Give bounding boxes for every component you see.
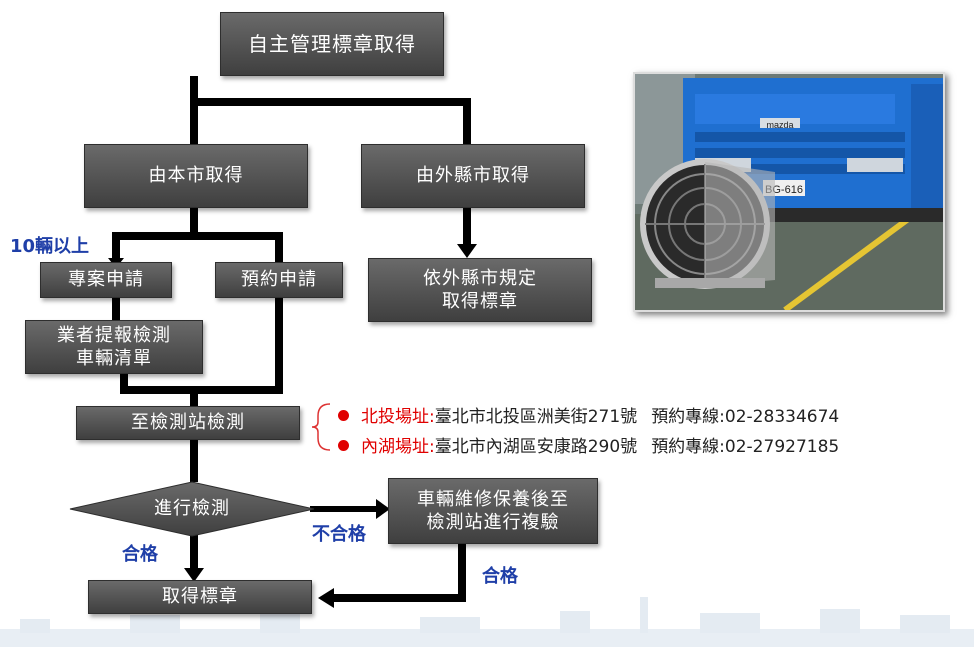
connector (190, 76, 198, 106)
node-city: 由本市取得 (84, 144, 308, 208)
truck-image: BG-616 mazda (635, 74, 943, 310)
repair-line-2: 檢測站進行複驗 (426, 512, 560, 533)
rule-line-1: 依外縣市規定 (423, 267, 537, 289)
connector (112, 298, 120, 320)
node-other-county-rule: 依外縣市規定 取得標章 (368, 258, 592, 322)
bullet-icon (338, 439, 349, 451)
node-other-county: 由外縣市取得 (361, 144, 585, 208)
site-beitou: 北投場址:臺北市北投區洲美街271號預約專線:02-28334674 (338, 402, 839, 427)
site-neihu: 內湖場址:臺北市內湖區安康路290號預約專線:02-27927185 (338, 432, 839, 457)
brace (311, 403, 331, 451)
node-project-label: 專案申請 (68, 269, 144, 291)
connector (190, 535, 198, 570)
connector (190, 440, 198, 482)
connector (190, 98, 198, 144)
node-appointment-label: 預約申請 (241, 269, 317, 291)
bullet-icon (338, 409, 349, 421)
node-city-label: 由本市取得 (148, 165, 244, 187)
repair-line-1: 車輛維修保養後至 (417, 488, 569, 510)
site-hotline: 預約專線:02-27927185 (651, 437, 840, 457)
connector (190, 208, 198, 236)
rule-line-2: 取得標章 (442, 291, 518, 312)
label-fail: 不合格 (312, 524, 366, 545)
site-name: 內湖場址: (361, 437, 435, 457)
node-to-station: 至檢測站檢測 (76, 406, 300, 440)
connector (310, 506, 378, 512)
site-name: 北投場址: (361, 407, 435, 427)
node-top-label: 自主管理標章取得 (248, 32, 416, 56)
connector (275, 232, 283, 262)
site-address: 臺北市北投區洲美街271號 (434, 407, 638, 427)
label-over-10: 10輛以上 (10, 236, 90, 257)
node-list: 業者提報檢測 車輛清單 (25, 320, 203, 374)
truck-photo: BG-616 mazda (633, 72, 945, 312)
connector (190, 98, 471, 106)
connector (330, 594, 466, 602)
skyline-decoration (0, 597, 974, 647)
connector (120, 374, 128, 394)
node-repair: 車輛維修保養後至 檢測站進行複驗 (388, 478, 598, 544)
connector (275, 298, 283, 394)
node-appointment: 預約申請 (215, 262, 343, 298)
node-inspect-label: 進行檢測 (154, 498, 230, 519)
node-obtain: 取得標章 (88, 580, 312, 614)
label-pass-1: 合格 (122, 544, 158, 565)
brand-text: mazda (766, 120, 793, 130)
list-line-2: 車輛清單 (76, 348, 152, 369)
label-pass-2: 合格 (482, 566, 518, 587)
node-inspect-diamond (69, 481, 315, 537)
connector (458, 544, 466, 600)
connector (112, 232, 283, 240)
list-line-1: 業者提報檢測 (57, 324, 171, 346)
connector (190, 394, 198, 406)
connector (463, 208, 471, 246)
node-project: 專案申請 (40, 262, 172, 298)
node-to-station-label: 至檢測站檢測 (131, 412, 245, 434)
site-hotline: 預約專線:02-28334674 (651, 407, 840, 427)
connector (120, 386, 283, 394)
node-obtain-label: 取得標章 (162, 586, 238, 608)
site-address: 臺北市內湖區安康路290號 (434, 437, 638, 457)
connector (463, 98, 471, 144)
connector (112, 232, 120, 262)
node-other-county-label: 由外縣市取得 (416, 165, 530, 187)
node-top: 自主管理標章取得 (220, 12, 444, 76)
